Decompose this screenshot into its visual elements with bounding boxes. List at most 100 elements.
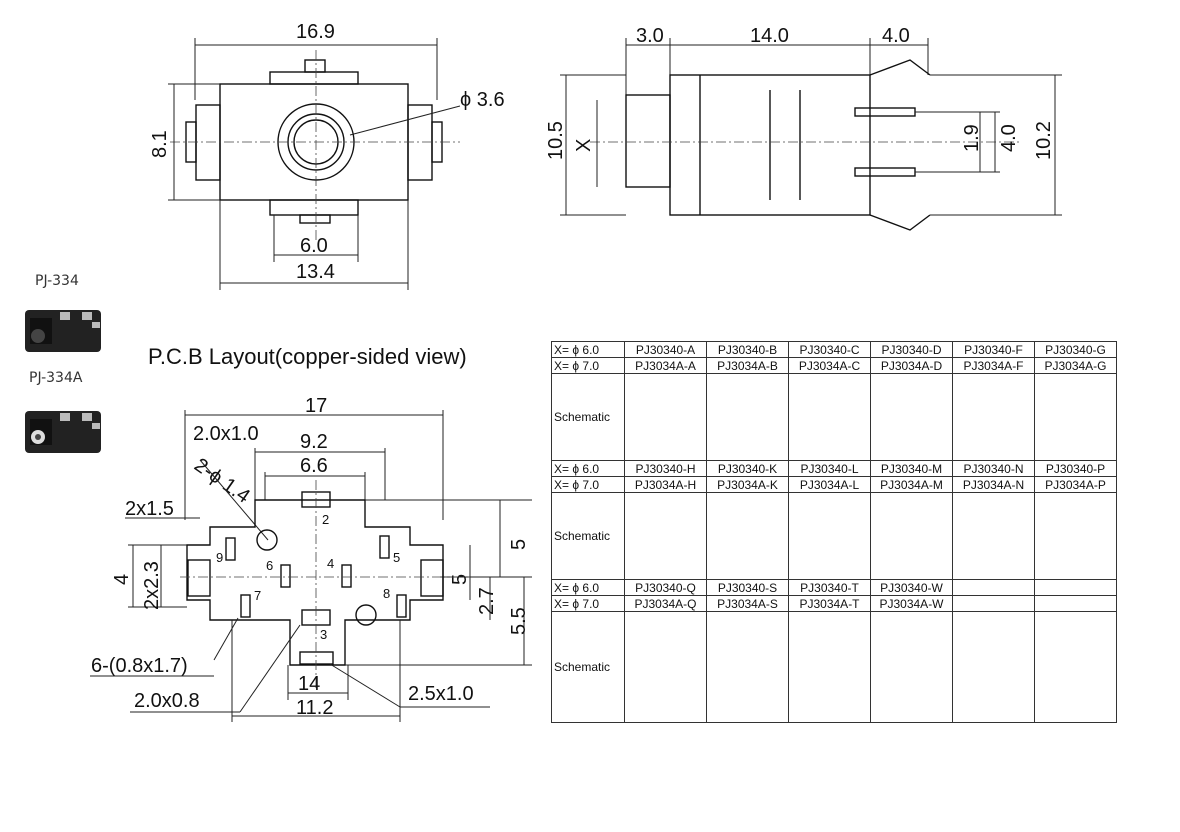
pin-5: 5: [393, 550, 400, 565]
dim-6-6: 6.6: [300, 455, 328, 477]
table-cell: PJ3034A-S: [706, 595, 789, 612]
dim-2-5x1-0: 2.5x1.0: [408, 683, 474, 705]
table-cell: PJ3034A-T: [788, 595, 871, 612]
product-label-pj334: PJ-334: [35, 273, 79, 289]
pin-4: 4: [327, 556, 334, 571]
row-label: X= ϕ 7.0: [551, 357, 625, 374]
table-cell: PJ3034A-M: [870, 476, 953, 493]
dim-4-0: 4.0: [882, 25, 910, 47]
schematic-diagram: [706, 611, 789, 723]
row-label: X= ϕ 6.0: [551, 460, 625, 477]
dim-3-0: 3.0: [636, 25, 664, 47]
table-cell: PJ30340-F: [952, 341, 1035, 358]
dim-2x1-5: 2x1.5: [125, 498, 174, 520]
table-cell: [952, 579, 1035, 596]
dim-2x2-3: 2x2.3: [141, 561, 163, 610]
pcb-title: P.C.B Layout(copper-sided view): [148, 344, 467, 369]
table-cell: PJ30340-H: [624, 460, 707, 477]
table-cell: PJ30340-N: [952, 460, 1035, 477]
dim-16-9: 16.9: [296, 21, 335, 43]
table-cell: PJ3034A-W: [870, 595, 953, 612]
dim-14-0: 14.0: [750, 25, 789, 47]
row-label: X= ϕ 6.0: [551, 579, 625, 596]
schematic-diagram: [788, 611, 871, 723]
table-cell: PJ30340-P: [1034, 460, 1117, 477]
side-view: 3.0 14.0 4.0 10.5 X 1.9 4.0 10.2: [545, 25, 1062, 231]
pin-3: 3: [320, 627, 327, 642]
table-cell: PJ30340-S: [706, 579, 789, 596]
schematic-diagram: [870, 611, 953, 723]
dim-10-2: 10.2: [1033, 121, 1055, 160]
table-cell: [952, 595, 1035, 612]
table-cell: PJ3034A-B: [706, 357, 789, 374]
dim-5-right: 5: [508, 539, 530, 550]
table-cell: PJ30340-B: [706, 341, 789, 358]
schematic-diagram: [1034, 611, 1117, 723]
table-row: X= ϕ 6.0 PJ30340-Q PJ30340-S PJ30340-T P…: [551, 579, 1117, 596]
table-cell: PJ30340-C: [788, 341, 871, 358]
table-cell: PJ3034A-F: [952, 357, 1035, 374]
dim-x: X: [573, 139, 595, 152]
row-label: Schematic: [551, 373, 625, 461]
dim-2-phi-1-4: 2-ϕ 1.4: [190, 454, 254, 508]
row-label: X= ϕ 7.0: [551, 476, 625, 493]
table-cell: PJ30340-M: [870, 460, 953, 477]
schematic-diagram: [788, 492, 871, 580]
schematic-diagram: [706, 373, 789, 461]
schematic-diagram: [870, 373, 953, 461]
table-cell: PJ3034A-D: [870, 357, 953, 374]
row-label: X= ϕ 7.0: [551, 595, 625, 612]
pin-9: 9: [216, 550, 223, 565]
schematic-diagram: [1034, 373, 1117, 461]
dim-17: 17: [305, 395, 327, 417]
table-cell: [1034, 595, 1117, 612]
schematic-diagram: [952, 492, 1035, 580]
table-cell: PJ30340-K: [706, 460, 789, 477]
schematic-diagram: [1034, 492, 1117, 580]
table-cell: PJ30340-Q: [624, 579, 707, 596]
schematic-table: X= ϕ 6.0 PJ30340-A PJ30340-B PJ30340-C P…: [551, 341, 1117, 723]
schematic-diagram: [952, 611, 1035, 723]
dim-5-inner: 5: [449, 574, 471, 585]
schematic-diagram: [788, 373, 871, 461]
schematic-diagram: [624, 492, 707, 580]
table-row: X= ϕ 6.0 PJ30340-H PJ30340-K PJ30340-L P…: [551, 460, 1117, 477]
front-view: 16.9 8.1 ϕ 3.6 6.0 13.4: [149, 21, 505, 290]
table-cell: PJ30340-A: [624, 341, 707, 358]
product-photo-pj334: [25, 310, 101, 352]
dim-1-9: 1.9: [961, 124, 983, 152]
table-row: Schematic: [551, 611, 1117, 723]
row-label: X= ϕ 6.0: [551, 341, 625, 358]
dim-2-0x1-0: 2.0x1.0: [193, 423, 259, 445]
table-cell: PJ3034A-P: [1034, 476, 1117, 493]
dim-phi-3-6: ϕ 3.6: [460, 89, 505, 111]
table-row: X= ϕ 7.0 PJ3034A-Q PJ3034A-S PJ3034A-T P…: [551, 595, 1117, 612]
row-label: Schematic: [551, 492, 625, 580]
table-row: X= ϕ 6.0 PJ30340-A PJ30340-B PJ30340-C P…: [551, 341, 1117, 358]
schematic-diagram: [624, 611, 707, 723]
dim-9-2: 9.2: [300, 431, 328, 453]
pin-7: 7: [254, 588, 261, 603]
table-cell: PJ3034A-H: [624, 476, 707, 493]
dim-2-7: 2.7: [476, 587, 498, 615]
pin-6: 6: [266, 558, 273, 573]
table-cell: PJ3034A-A: [624, 357, 707, 374]
row-label: Schematic: [551, 611, 625, 723]
dim-13-4: 13.4: [296, 261, 335, 283]
schematic-diagram: [624, 373, 707, 461]
schematic-diagram: [870, 492, 953, 580]
pcb-layout: 17 2.0x1.0 9.2 6.6 2-ϕ 1.4 2x1.5 4 2x2.3…: [90, 395, 532, 722]
table-cell: PJ30340-L: [788, 460, 871, 477]
table-cell: PJ30340-W: [870, 579, 953, 596]
schematic-diagram: [952, 373, 1035, 461]
table-row: X= ϕ 7.0 PJ3034A-H PJ3034A-K PJ3034A-L P…: [551, 476, 1117, 493]
table-row: Schematic: [551, 373, 1117, 461]
table-cell: [1034, 579, 1117, 596]
dim-14: 14: [298, 673, 320, 695]
table-cell: PJ3034A-K: [706, 476, 789, 493]
table-cell: PJ3034A-C: [788, 357, 871, 374]
pin-2: 2: [322, 512, 329, 527]
dim-4-0-pin: 4.0: [998, 124, 1020, 152]
dim-11-2: 11.2: [296, 697, 333, 719]
